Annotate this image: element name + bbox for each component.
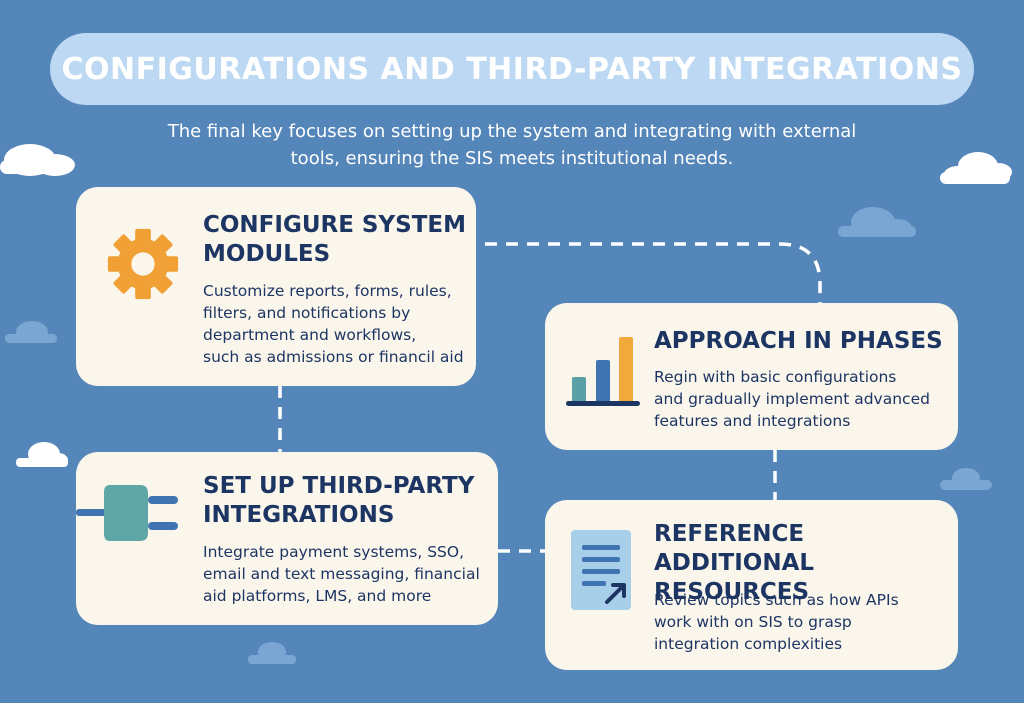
card-description: Customize reports, forms, rules, filters… (203, 282, 464, 366)
cloud-icon (838, 207, 916, 237)
card-approach-in-phases: APPROACH IN PHASES Regin with basic conf… (545, 303, 958, 450)
plug-icon (76, 485, 178, 541)
card-description: Review topics such as how APIs work with… (654, 591, 899, 653)
subtitle-line: The final key focuses on setting up the … (167, 121, 857, 142)
cloud-icon (5, 321, 57, 343)
title-banner: CONFIGURATIONS AND THIRD-PARTY INTEGRATI… (50, 33, 974, 105)
gear-icon (107, 228, 179, 300)
card-configure-system-modules: CONFIGURE SYSTEM MODULES Customize repor… (76, 187, 476, 386)
subtitle-line: tools, ensuring the SIS meets institutio… (290, 148, 734, 169)
card-title: CONFIGURE SYSTEM MODULES (203, 212, 467, 267)
card-reference-additional-resources: REFERENCE ADDITIONAL RESOURCES Review to… (545, 500, 958, 670)
document-icon (571, 530, 631, 610)
cloud-icon (940, 468, 992, 490)
cloud-icon (940, 152, 1012, 184)
card-title: REFERENCE ADDITIONAL RESOURCES (654, 521, 815, 605)
page-title: CONFIGURATIONS AND THIRD-PARTY INTEGRATI… (61, 51, 963, 87)
card-title: SET UP THIRD-PARTY INTEGRATIONS (203, 473, 475, 528)
card-description: Regin with basic configurations and grad… (654, 368, 930, 430)
connector-lines (278, 242, 822, 553)
card-title: APPROACH IN PHASES (654, 328, 943, 354)
page-subtitle: The final key focuses on setting up the … (120, 118, 904, 172)
cloud-icon (16, 442, 68, 467)
card-set-up-third-party-integrations: SET UP THIRD-PARTY INTEGRATIONS Integrat… (76, 452, 498, 625)
cloud-icon (248, 642, 296, 664)
card-description: Integrate payment systems, SSO, email an… (203, 543, 480, 605)
cloud-icon (0, 144, 75, 176)
bar-chart-icon (566, 337, 640, 406)
